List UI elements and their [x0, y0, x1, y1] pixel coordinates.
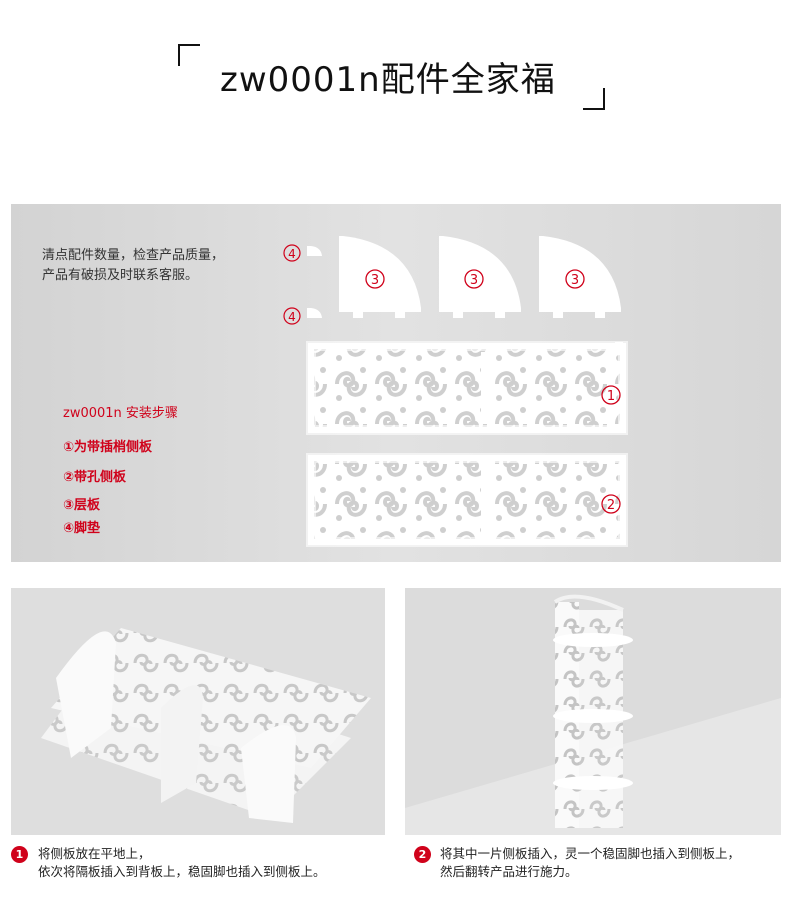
assembly-photo-2: [405, 588, 781, 835]
step-badge-1: 1: [11, 846, 28, 863]
parts-illustration: 4 4 3 3 3: [283, 236, 628, 547]
side-panel-with-pins: 1: [306, 341, 628, 435]
side-panel-with-holes: 2: [306, 453, 628, 547]
panel-pins-label: 1: [607, 389, 615, 404]
shelf-label-3: 3: [571, 273, 579, 288]
step-item-3: ③层板: [63, 498, 101, 513]
intro-text: 清点配件数量，检查产品质量， 产品有破损及时联系客服。: [42, 248, 225, 283]
caption-step-2: 将其中一片侧板插入，灵一个稳固脚也插入到侧板上， 然后翻转产品进行施力。: [440, 846, 741, 879]
caption-step-1: 将侧板放在平地上， 依次将隔板插入到背板上，稳固脚也插入到侧板上。: [38, 846, 326, 879]
shelf-3: 3: [539, 236, 621, 318]
shelf-label-2: 3: [470, 273, 478, 288]
step-item-1: ①为带插梢侧板: [63, 440, 153, 455]
foot-pad-1: 4: [283, 244, 322, 262]
foot-label-2: 4: [288, 310, 296, 324]
step-badge-2: 2: [414, 846, 431, 863]
steps-title: zw0001n 安装步骤: [63, 406, 178, 421]
foot-label-1: 4: [288, 247, 296, 261]
foot-pad-2: 4: [283, 307, 322, 325]
panel-holes-label: 2: [607, 498, 615, 513]
title-bracket-right: [583, 88, 605, 110]
parts-overview-panel: 清点配件数量，检查产品质量， 产品有破损及时联系客服。 zw0001n 安装步骤…: [11, 204, 781, 562]
assembly-illustration-1: [41, 628, 371, 823]
title-bracket-left: [178, 44, 200, 66]
assembly-photo-1: [11, 588, 385, 835]
shelf-1: 3: [339, 236, 421, 318]
step-item-4: ④脚垫: [63, 521, 101, 536]
shelf-2: 3: [439, 236, 521, 318]
page-title: zw0001n配件全家福: [220, 60, 556, 100]
shelf-label-1: 3: [371, 273, 379, 288]
assembly-illustration-2: [405, 594, 781, 835]
title-section: zw0001n配件全家福: [0, 0, 790, 130]
step-item-2: ②带孔侧板: [63, 470, 127, 485]
